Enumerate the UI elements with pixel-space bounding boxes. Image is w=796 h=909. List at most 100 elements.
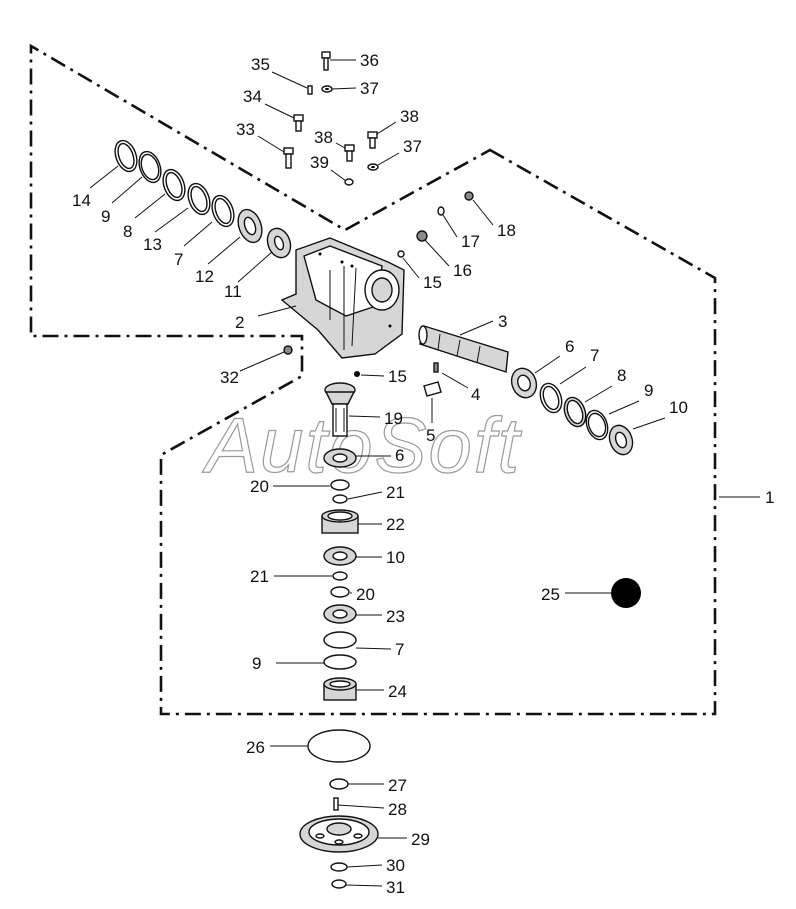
callout-label-c12: 12 [195, 267, 214, 286]
callout-label-c17: 17 [461, 232, 480, 251]
leader-line-c12 [207, 236, 241, 265]
part-15-plug-upper [397, 250, 405, 258]
part-9-snap-ring-right [585, 409, 609, 441]
leader-line-c33 [257, 135, 285, 153]
callout-label-c29: 29 [411, 830, 430, 849]
callout-label-c8a: 8 [617, 366, 626, 385]
leader-line-c10a [632, 417, 666, 430]
part-17-seal [437, 206, 445, 216]
leader-line-c35 [271, 71, 308, 89]
callout-label-c5: 5 [426, 426, 435, 445]
callout-label-c18: 18 [497, 221, 516, 240]
part-20-ring-upper [330, 479, 350, 491]
callout-label-c23: 23 [386, 607, 405, 626]
part-3-input-shaft [418, 325, 509, 373]
part-21-ring-upper [332, 494, 348, 504]
part-29-drive-gear [299, 815, 379, 853]
callout-label-c21a: 21 [386, 483, 405, 502]
part-23-bearing [323, 604, 357, 624]
callout-label-c10b: 10 [386, 548, 405, 567]
part-34-bolt [293, 114, 304, 132]
watermark-text: AutoSoft [202, 401, 523, 489]
callout-label-c22: 22 [386, 515, 405, 534]
callout-label-c38b: 38 [314, 128, 333, 147]
part-15-plug-lower [354, 371, 360, 377]
leader-line-c19 [348, 415, 381, 418]
callout-label-c30: 30 [386, 856, 405, 875]
callout-label-c16: 16 [453, 261, 472, 280]
part-21-ring-lower [332, 571, 348, 581]
part-30-ring [330, 862, 348, 872]
leader-line-c18 [472, 199, 494, 226]
callout-label-c1: 1 [765, 488, 774, 507]
callout-label-c9b: 9 [101, 207, 110, 226]
part-39-washer [344, 178, 354, 186]
callout-label-c7a: 7 [590, 346, 599, 365]
callout-label-c34: 34 [243, 87, 262, 106]
leader-line-c15a [402, 257, 420, 279]
part-7-shim-right [539, 382, 563, 414]
leader-line-c21a [347, 491, 383, 500]
callout-label-c26: 26 [246, 738, 265, 757]
leader-line-c37b [377, 152, 400, 166]
part-28-pin [333, 797, 339, 811]
part-9-snap-ring-lower [323, 654, 357, 670]
callout-label-c32: 32 [220, 368, 239, 387]
part-37-washer-mid [367, 163, 379, 171]
callout-label-c37a: 37 [360, 79, 379, 98]
leader-line-c28 [337, 804, 385, 809]
part-12-bearing [237, 208, 263, 244]
leader-line-c37a [331, 87, 357, 90]
leader-line-c32 [239, 351, 285, 372]
callout-label-c25: 25 [541, 585, 560, 604]
part-32-plug [283, 345, 293, 355]
leader-line-c13 [154, 207, 189, 233]
callout-label-c15b: 15 [388, 367, 407, 386]
part-16-plug [416, 230, 428, 242]
part-18-breather [464, 191, 474, 201]
part-20-ring-lower [330, 586, 350, 598]
callout-label-c4: 4 [471, 385, 480, 404]
part-7-shim-lower [323, 631, 357, 649]
part-2-gearbox-housing [280, 237, 405, 359]
leader-line-c16 [424, 239, 450, 267]
leader-line-c9a [608, 400, 640, 415]
part-11-bevel-gear [266, 227, 292, 259]
callout-label-c14: 14 [72, 191, 91, 210]
callout-label-c36: 36 [360, 51, 379, 70]
callout-label-c7c: 7 [395, 640, 404, 659]
part-6-bearing-right [510, 367, 538, 399]
part-27-ring [329, 778, 349, 790]
assembly-boundary-main [29, 43, 717, 716]
leader-line-c2 [257, 305, 297, 317]
callout-label-c21b: 21 [250, 567, 269, 586]
part-24-seal [323, 677, 357, 701]
part-36-bolt [321, 51, 331, 71]
leader-line-c15b [360, 374, 385, 377]
callout-label-c9a: 9 [644, 381, 653, 400]
callout-label-c35: 35 [251, 55, 270, 74]
callout-label-c2: 2 [235, 313, 244, 332]
part-13-shim [187, 182, 211, 216]
part-5-key [423, 381, 442, 397]
leader-line-c38b [335, 142, 346, 149]
part-4-key [433, 362, 439, 373]
callout-label-c39: 39 [310, 153, 329, 172]
leader-line-c17 [442, 214, 458, 238]
callout-label-c33: 33 [236, 120, 255, 139]
leader-line-c14 [89, 165, 119, 189]
leader-line-c9b [111, 176, 143, 204]
leader-line-c39 [330, 169, 347, 182]
part-6-bearing-lower [323, 448, 357, 468]
part-37-washer-top [321, 85, 333, 93]
leader-line-c7a [559, 366, 587, 385]
part-14-retaining-ring [114, 139, 138, 173]
callout-label-c31: 31 [386, 878, 405, 897]
callout-label-c13: 13 [143, 235, 162, 254]
callout-label-c27: 27 [388, 776, 407, 795]
leader-line-c31 [345, 884, 383, 887]
leader-line-c4 [441, 372, 469, 389]
callout-label-c24: 24 [388, 682, 407, 701]
